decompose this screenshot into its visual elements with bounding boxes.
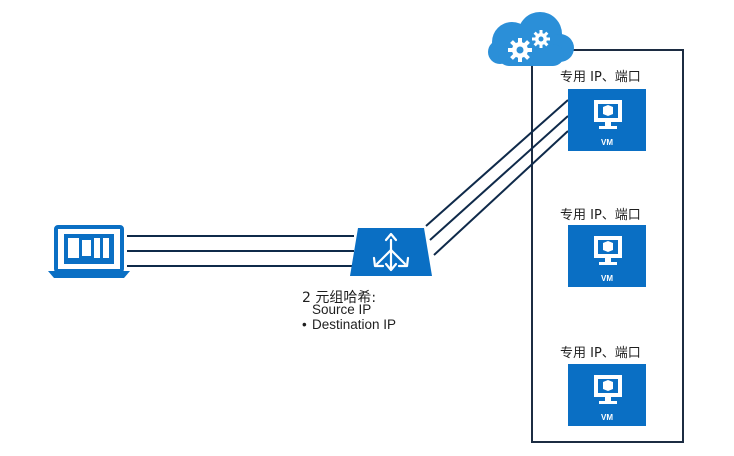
client-connection-lines	[127, 235, 354, 267]
virtual-machine-icon	[594, 100, 622, 129]
hash-item-destination-ip: • Destination IP	[302, 317, 396, 332]
vm-tile	[568, 225, 646, 287]
vm-port-label: 专用 IP、端口	[560, 208, 641, 223]
hash-item-text: Source IP	[312, 302, 372, 317]
virtual-machine-icon	[594, 236, 622, 265]
vm-tile	[568, 89, 646, 151]
hash-item-source-ip: Source IP	[302, 302, 371, 317]
vm-port-label: 专用 IP、端口	[560, 70, 641, 85]
vm-label: VM	[601, 138, 613, 147]
laptop-icon	[48, 225, 130, 278]
vm-label: VM	[601, 274, 613, 283]
vm-port-label: 专用 IP、端口	[560, 346, 641, 361]
cloud-service-container	[531, 49, 684, 443]
cloud-service-icon	[488, 12, 574, 66]
vm-label: VM	[601, 413, 613, 422]
hash-item-bullet: •	[302, 317, 307, 332]
backend-connection-lines	[425, 99, 569, 256]
hash-item-text: Destination IP	[312, 317, 397, 332]
hash-title: 2 元组哈希:	[302, 290, 377, 306]
vm-tile	[568, 364, 646, 426]
load-balancer-icon	[350, 228, 432, 276]
virtual-machine-icon	[594, 375, 622, 404]
